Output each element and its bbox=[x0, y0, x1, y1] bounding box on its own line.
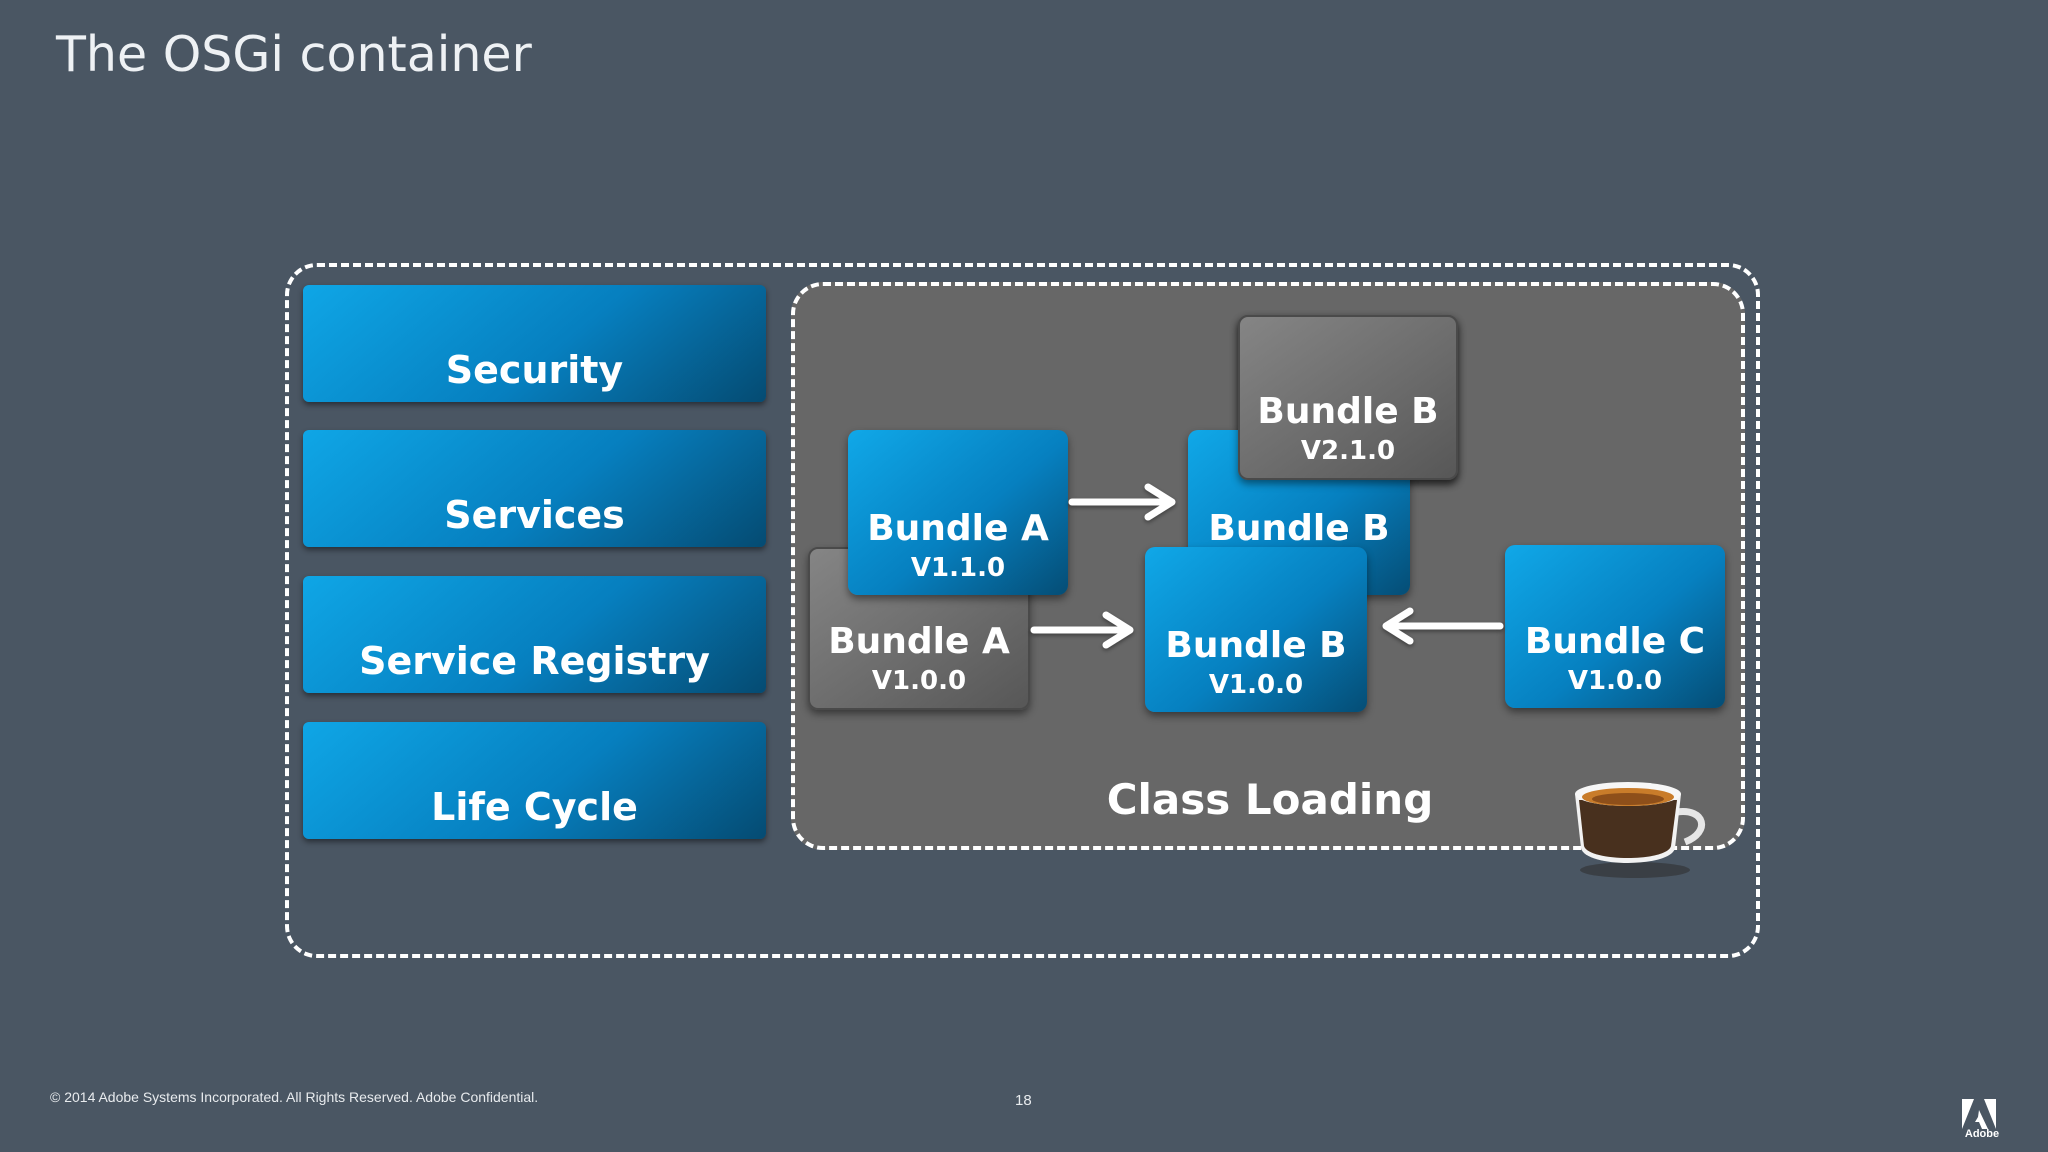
bundle-b-v1-0-0: Bundle B V1.0.0 bbox=[1145, 547, 1367, 712]
coffee-cup-icon bbox=[1575, 782, 1706, 878]
page-number: 18 bbox=[1015, 1092, 1032, 1109]
adobe-logo-icon bbox=[1962, 1099, 1996, 1129]
bundle-version: V1.1.0 bbox=[910, 553, 1006, 583]
bundle-name: Bundle B bbox=[1257, 391, 1439, 432]
slide-title: The OSGi container bbox=[56, 26, 532, 83]
class-loading-label: Class Loading bbox=[1106, 775, 1434, 824]
bundle-c-v1-0-0: Bundle C V1.0.0 bbox=[1505, 545, 1725, 708]
layer-security: Security bbox=[303, 285, 766, 402]
bundle-version: V1.0.0 bbox=[1567, 666, 1663, 696]
layer-life-cycle: Life Cycle bbox=[303, 722, 766, 839]
bundle-version: V1.0.0 bbox=[871, 666, 967, 696]
osgi-container-boundary bbox=[285, 263, 1760, 958]
arrow-a110-to-b200 bbox=[1068, 483, 1176, 521]
arrow-a100-to-b100 bbox=[1030, 611, 1134, 649]
adobe-logo-text: Adobe bbox=[1964, 1128, 2000, 1140]
bundle-name: Bundle C bbox=[1524, 621, 1706, 662]
bundle-b-v2-1-0-front: Bundle B V2.1.0 bbox=[1238, 315, 1458, 480]
layer-services: Services bbox=[303, 430, 766, 547]
bundle-version: V2.1.0 bbox=[1300, 436, 1396, 466]
bundle-version: V1.0.0 bbox=[1208, 670, 1304, 700]
bundle-name: Bundle A bbox=[867, 508, 1049, 549]
bundle-name: Bundle B bbox=[1208, 508, 1390, 549]
arrow-c100-to-b100 bbox=[1382, 607, 1504, 645]
bundle-a-v1-1-0: Bundle A V1.1.0 bbox=[848, 430, 1068, 595]
bundle-name: Bundle B bbox=[1165, 625, 1347, 666]
layer-service-registry: Service Registry bbox=[303, 576, 766, 693]
bundle-name: Bundle A bbox=[828, 621, 1010, 662]
copyright-footer: © 2014 Adobe Systems Incorporated. All R… bbox=[50, 1089, 539, 1105]
